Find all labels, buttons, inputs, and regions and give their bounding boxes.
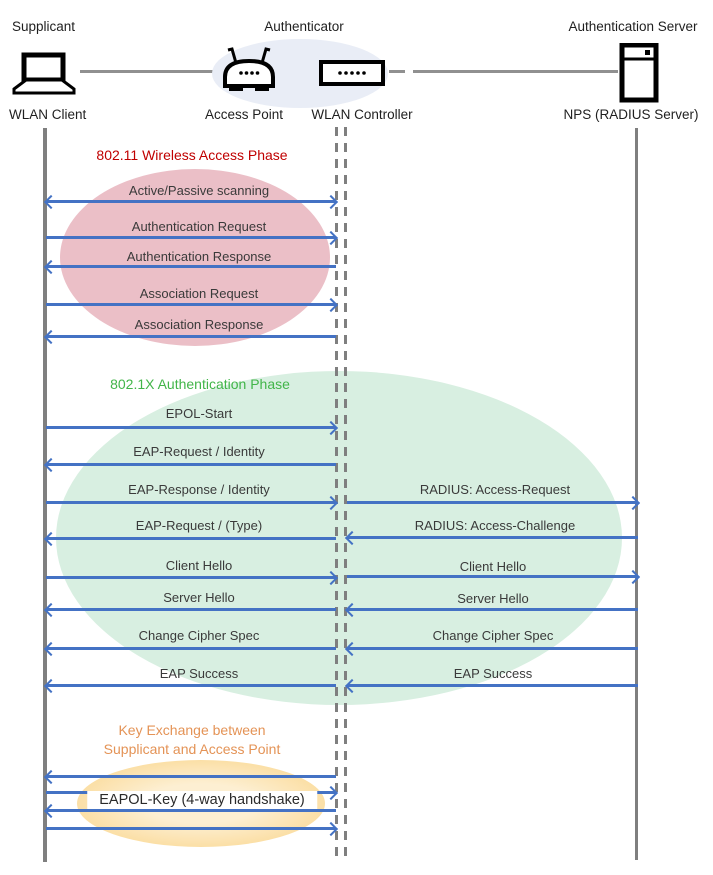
msg-server-hello-left-label: Server Hello [163, 590, 235, 605]
arrow-change-cipher-right [347, 647, 638, 650]
msg-auth-request-label: Authentication Request [131, 219, 267, 234]
phase3-title: Key Exchange between Supplicant and Acce… [104, 721, 281, 759]
topology-link [413, 70, 618, 73]
phase3-title-line2: Supplicant and Access Point [103, 741, 281, 757]
arrow-assoc-request [46, 303, 336, 306]
msg-epol-start-label: EPOL-Start [165, 406, 233, 421]
device-access-point: Access Point [204, 107, 284, 122]
arrow-eap-success-left [46, 684, 336, 687]
msg-change-cipher-right-label: Change Cipher Spec [432, 628, 554, 643]
role-authentication-server: Authentication Server [568, 19, 698, 34]
arrow-radius-access-request [347, 501, 638, 504]
server-icon [619, 43, 659, 103]
phase1-title: 802.11 Wireless Access Phase [96, 147, 288, 163]
topology-link [389, 70, 405, 73]
arrow-server-hello-left [46, 608, 336, 611]
msg-scanning-label: Active/Passive scanning [128, 183, 270, 198]
wlan-controller-icon [319, 60, 385, 86]
role-authenticator: Authenticator [264, 19, 344, 34]
arrow-radius-access-challenge [347, 536, 638, 539]
msg-eapol-key-label: EAPOL-Key (4-way handshake) [87, 791, 317, 809]
arrow-client-hello-right [347, 575, 638, 578]
phase3-title-line1: Key Exchange between [118, 722, 266, 738]
msg-client-hello-left-label: Client Hello [165, 558, 233, 573]
msg-eap-success-right-label: EAP Success [453, 666, 533, 681]
arrow-assoc-response [46, 335, 336, 338]
msg-assoc-response-label: Association Response [134, 317, 264, 332]
arrow-auth-response [46, 265, 336, 268]
arrow-eap-request-type [46, 537, 336, 540]
authenticator-lifeline-left [335, 127, 338, 856]
device-nps-radius-server: NPS (RADIUS Server) [563, 107, 699, 122]
laptop-icon [12, 51, 76, 95]
msg-eap-response-identity-label: EAP-Response / Identity [128, 482, 270, 497]
arrow-scanning [46, 200, 336, 203]
arrow-eapol-key-4 [46, 827, 336, 830]
topology-link [80, 70, 214, 73]
arrow-eapol-key-1 [46, 775, 336, 778]
msg-auth-response-label: Authentication Response [126, 249, 272, 264]
msg-change-cipher-left-label: Change Cipher Spec [138, 628, 260, 643]
phase1-ellipse [60, 169, 330, 346]
role-supplicant: Supplicant [12, 19, 76, 34]
msg-eap-request-identity-label: EAP-Request / Identity [133, 444, 265, 459]
arrow-eapol-key-3 [46, 809, 336, 812]
supplicant-lifeline [43, 128, 47, 862]
access-point-icon [218, 46, 280, 96]
msg-radius-access-challenge-label: RADIUS: Access-Challenge [414, 518, 576, 533]
arrow-eap-success-right [347, 684, 638, 687]
arrow-epol-start [46, 426, 336, 429]
msg-assoc-request-label: Association Request [139, 286, 259, 301]
authenticator-lifeline-right [344, 127, 347, 856]
arrow-eap-request-identity [46, 463, 336, 466]
server-lifeline [635, 128, 638, 860]
msg-eap-request-type-label: EAP-Request / (Type) [135, 518, 263, 533]
msg-client-hello-right-label: Client Hello [459, 559, 527, 574]
msg-server-hello-right-label: Server Hello [457, 591, 529, 606]
msg-radius-access-request-label: RADIUS: Access-Request [419, 482, 571, 497]
arrow-client-hello-left [46, 576, 336, 579]
arrow-auth-request [46, 236, 336, 239]
arrow-server-hello-right [347, 608, 638, 611]
arrow-change-cipher-left [46, 647, 336, 650]
phase2-title: 802.1X Authentication Phase [110, 376, 290, 392]
arrow-eap-response-identity [46, 501, 336, 504]
device-wlan-client: WLAN Client [9, 107, 87, 122]
msg-eap-success-left-label: EAP Success [159, 666, 239, 681]
device-wlan-controller: WLAN Controller [311, 107, 413, 122]
